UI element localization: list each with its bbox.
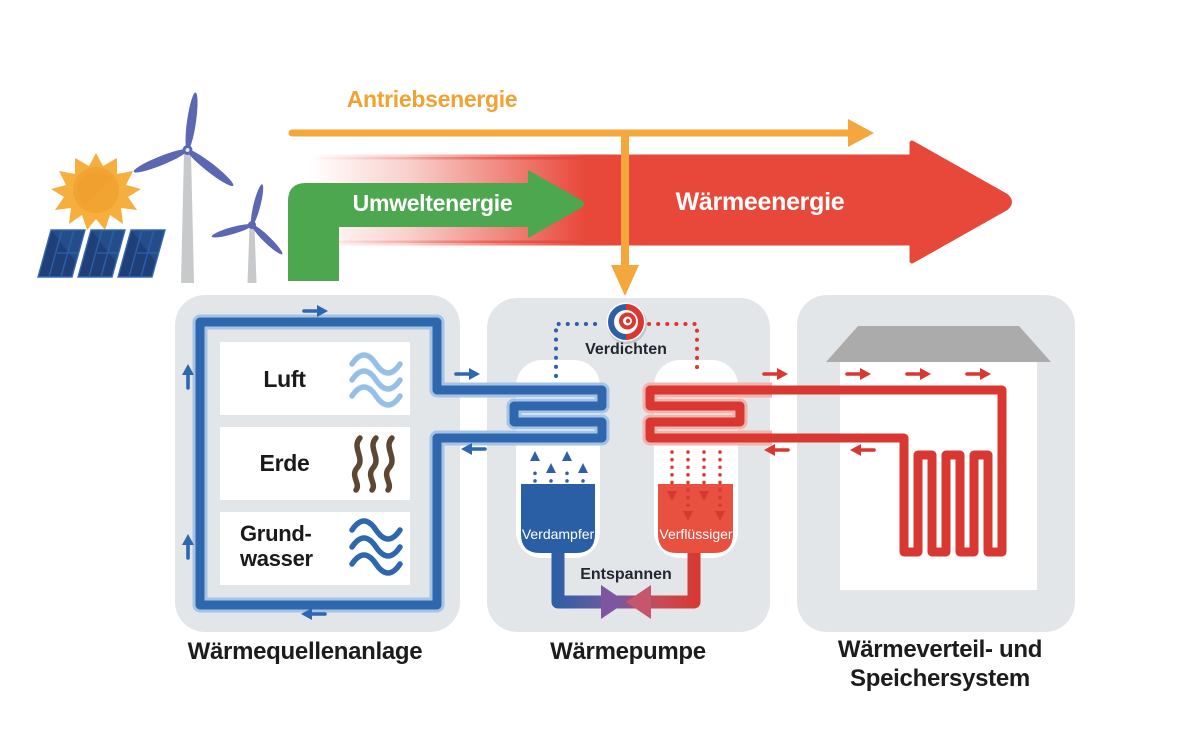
source-label-air: Luft [263,366,306,392]
distribution-panel-caption-line1: Wärmeverteil- und [837,636,1043,663]
heat-energy-arrow [307,140,1012,264]
solar-panel-icon [37,229,166,278]
source-panel-caption: Wärmequellenanlage [187,638,423,665]
environment-energy-arrow [288,170,584,281]
evaporator-liquid [521,484,595,553]
condenser-label: Verflüssiger [659,526,733,542]
source-label-groundwater: Grund- wasser [240,521,313,571]
wind-turbine-small-icon [211,184,283,283]
wind-turbine-icon [133,92,234,283]
condensation-arrows [667,450,725,521]
pump-panel-caption: Wärmepumpe [550,638,706,665]
radiator-icon [645,385,1007,557]
distribution-panel-caption-line2: Speichersystem [850,665,1030,692]
drive-energy-branch-arrow [611,133,639,296]
sun-icon [51,153,141,230]
earth-waves-icon [351,435,395,493]
expansion-label: Entspannen [580,566,672,583]
heating-circuit-pipe [642,382,1007,557]
expansion-valve-icon [601,585,651,619]
compressor-swirl-icon [606,302,647,344]
heat-energy-label: Wärmeenergie [675,188,845,216]
compressor-lines [554,322,699,378]
groundwater-waves-icon [349,518,403,576]
drive-energy-label: Antriebsenergie [346,86,518,112]
environment-energy-label: Umweltenergie [352,190,513,216]
evaporator-label: Verdampfer [521,526,595,542]
source-label-earth: Erde [259,450,310,476]
brine-circuit-pipe [192,314,610,613]
drive-energy-arrow [288,119,874,147]
condenser-liquid [658,484,733,553]
source-boxes [220,342,410,585]
compressor-label: Verdichten [585,341,667,358]
evaporation-arrows [530,451,588,483]
air-waves-icon [349,352,403,408]
